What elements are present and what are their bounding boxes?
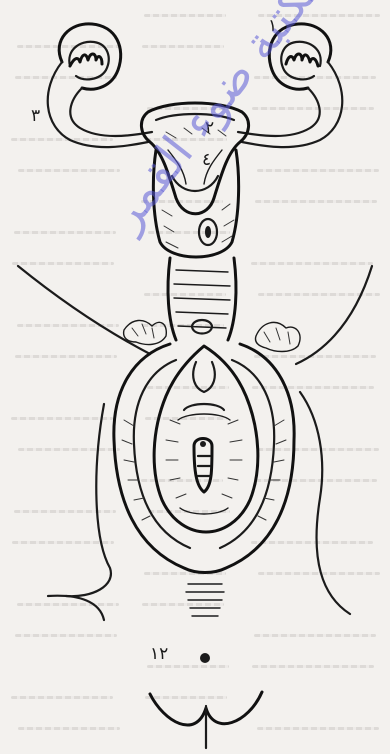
vestibular-opening: [194, 439, 212, 493]
label-fallopian-tube: ٣: [31, 108, 40, 125]
perineum-striations: [186, 584, 224, 616]
anus-marker: [200, 653, 210, 663]
labia-majora: [114, 344, 294, 573]
left-ovary: [59, 24, 121, 89]
label-perineum: ١٢: [150, 646, 168, 663]
buttocks-cleft: [150, 692, 262, 748]
vaginal-canal: [168, 258, 236, 340]
